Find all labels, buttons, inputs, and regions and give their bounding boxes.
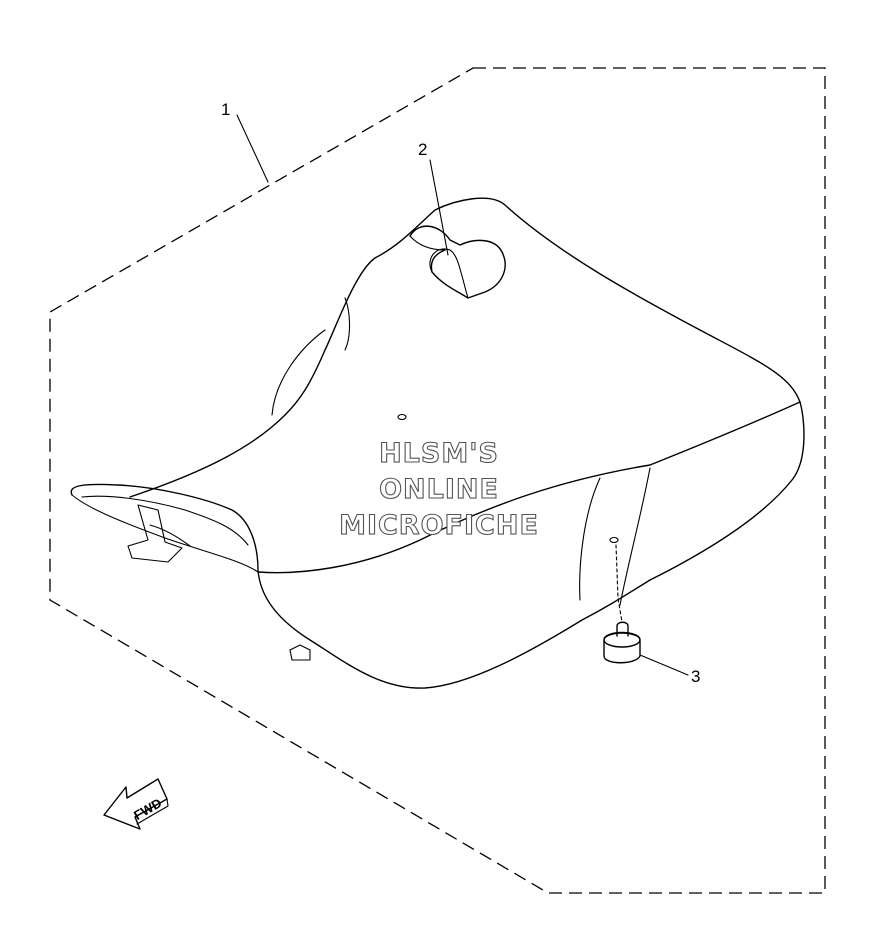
fwd-arrow: FWD — [103, 778, 169, 830]
damper-stem — [616, 621, 629, 637]
damper-top — [603, 632, 641, 648]
seat-top-edge — [129, 414, 286, 498]
seat-front-tab — [127, 504, 183, 563]
fwd-arrow-depth — [136, 798, 169, 825]
seat-front-rim — [81, 495, 249, 546]
fwd-label: FWD — [131, 795, 164, 823]
callout-leader-2 — [429, 159, 449, 256]
mount-hole-left — [397, 413, 407, 421]
seat-right-flank — [579, 477, 601, 601]
fwd-arrow-icon — [103, 778, 168, 830]
strap-tail — [409, 235, 446, 251]
seat-bottom-tab — [289, 644, 311, 661]
damper-guide-line — [615, 544, 623, 623]
assembly-boundary — [49, 67, 826, 894]
mount-hole-right — [609, 536, 619, 544]
strap-loop — [429, 248, 469, 299]
seat-front-recess — [71, 494, 259, 573]
seat-left-flank-inner — [344, 297, 351, 351]
watermark-line-3: MICROFICHE — [339, 510, 539, 541]
callout-number-2: 2 — [418, 140, 427, 159]
callout-leader-3 — [639, 654, 689, 676]
seat-front-tab-edge — [149, 524, 191, 547]
damper — [603, 544, 641, 664]
watermark-line-1: HLSM'S — [379, 438, 499, 469]
seat-side-crease — [257, 401, 801, 574]
seat-assembly — [70, 197, 805, 689]
seat-outline — [70, 197, 805, 689]
callout-leader-1 — [236, 114, 269, 183]
callout-number-3: 3 — [691, 667, 700, 686]
watermark-line-2: ONLINE — [379, 474, 499, 505]
callout-number-1: 1 — [221, 100, 230, 119]
seat-right-flank-inner — [619, 467, 651, 606]
strap — [409, 225, 506, 299]
seat-left-flank — [271, 329, 326, 416]
watermark: HLSM'S ONLINE MICROFICHE — [339, 437, 539, 541]
